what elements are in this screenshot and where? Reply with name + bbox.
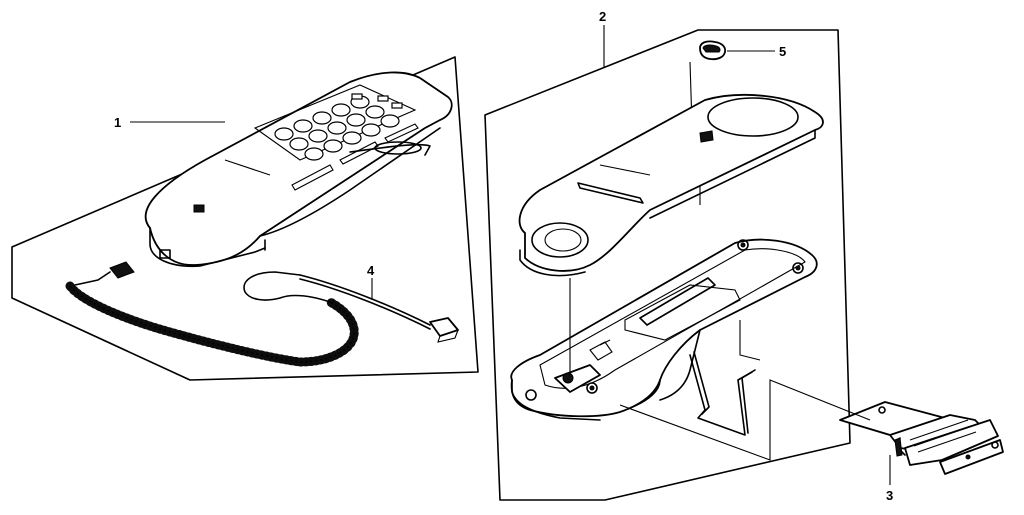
base-cover-icon [518,93,824,277]
callout-1: 1 [114,115,121,130]
panel-2-outline [484,29,851,501]
callout-leaders [130,25,891,485]
spring-clip-icon [689,351,756,436]
mounting-bracket-icon [839,401,1004,475]
callout-2: 2 [599,9,606,24]
callout-4: 4 [367,263,375,278]
line-cord-icon [299,274,459,343]
assembly-lines [569,278,871,461]
coiled-cord-icon [65,261,359,367]
callout-3: 3 [886,488,893,503]
callout-5: 5 [779,44,786,59]
phone-handset-icon [144,71,453,268]
base-housing-icon [510,238,818,421]
keypad [274,93,403,161]
